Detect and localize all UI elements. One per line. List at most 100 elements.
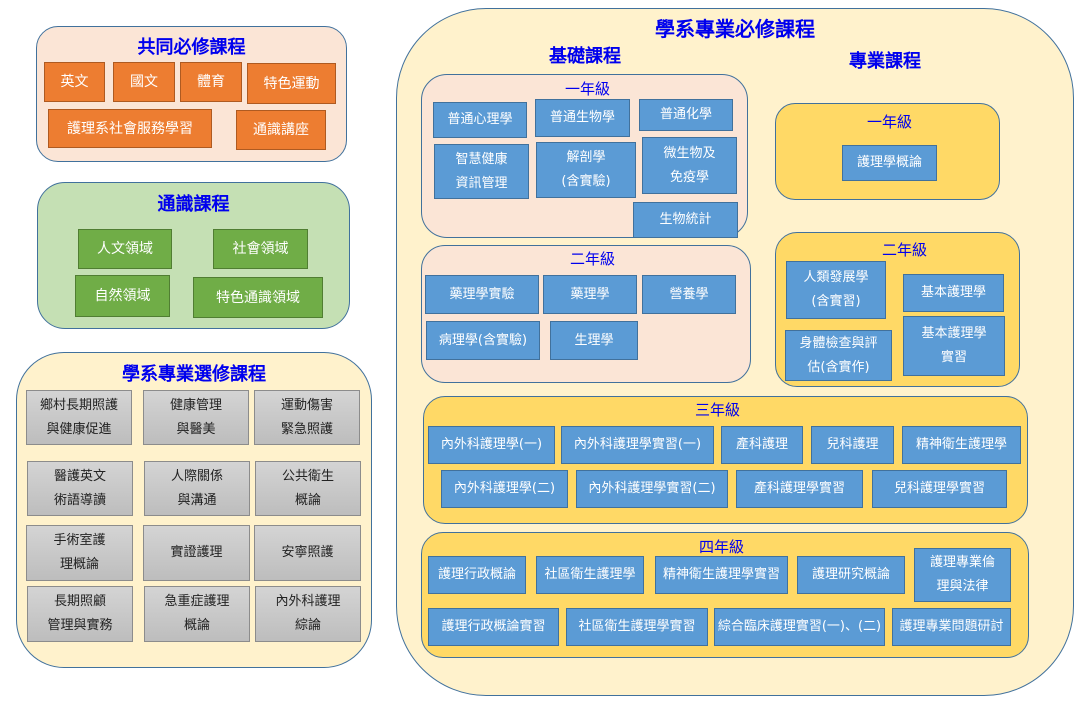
basic-courses-title: 基礎課程 <box>549 46 621 67</box>
course-box[interactable]: 實證護理 <box>143 525 250 581</box>
year4-label: 四年級 <box>698 538 744 556</box>
course-box[interactable]: 國文 <box>113 62 175 102</box>
course-box[interactable]: 社區衛生護理學 <box>536 556 644 594</box>
course-box[interactable]: 綜合臨床護理實習(一)、(二) <box>714 608 885 646</box>
course-label: 健康管理 與醫美 <box>169 397 222 437</box>
course-box[interactable]: 公共衛生 概論 <box>255 461 361 516</box>
course-box[interactable]: 護理專業倫 理與法律 <box>914 548 1011 602</box>
course-label: 生物統計 <box>659 212 712 227</box>
course-label: 護理專業問題研討 <box>899 619 1004 634</box>
course-box[interactable]: 微生物及 免疫學 <box>642 137 737 194</box>
course-box[interactable]: 內外科護理學實習(一) <box>561 426 714 464</box>
basic-year2-label: 二年級 <box>569 250 615 268</box>
course-box[interactable]: 運動傷害 緊急照護 <box>254 390 360 445</box>
course-box[interactable]: 特色通識領域 <box>193 277 323 318</box>
course-label: 解剖學 (含實驗) <box>561 150 611 189</box>
course-label: 國文 <box>130 74 158 90</box>
course-box[interactable]: 自然領域 <box>75 275 170 317</box>
course-label: 人際關係 與溝通 <box>170 468 223 508</box>
course-box[interactable]: 健康管理 與醫美 <box>143 390 249 445</box>
course-box[interactable]: 急重症護理 概論 <box>144 586 250 642</box>
course-label: 產科護理 <box>735 437 788 452</box>
elective-title: 學系專業選修課程 <box>122 364 266 385</box>
course-label: 病理學(含實驗) <box>438 332 528 348</box>
course-box[interactable]: 醫護英文 術語導讀 <box>27 461 133 516</box>
course-label: 藥理學實驗 <box>449 286 515 302</box>
professional-courses-title: 專業課程 <box>849 51 921 72</box>
course-box[interactable]: 特色運動 <box>247 63 336 104</box>
course-label: 護理系社會服務學習 <box>67 120 193 137</box>
general-education-title: 通識課程 <box>157 194 230 215</box>
course-box[interactable]: 身體檢查與評 估(含實作) <box>785 330 892 381</box>
course-box[interactable]: 基本護理學 <box>903 274 1004 312</box>
course-label: 人類發展學 (含實習) <box>803 270 869 309</box>
course-label: 醫護英文 術語導讀 <box>53 468 106 508</box>
course-label: 兒科護理學實習 <box>893 481 985 496</box>
course-box[interactable]: 長期照顧 管理與實務 <box>27 586 133 642</box>
course-label: 產科護理學實習 <box>753 481 845 496</box>
course-label: 精神衛生護理學 <box>915 437 1007 452</box>
course-label: 基本護理學 實習 <box>921 326 987 365</box>
course-box[interactable]: 護理系社會服務學習 <box>48 109 212 148</box>
course-box[interactable]: 護理專業問題研討 <box>892 608 1011 646</box>
course-box[interactable]: 生物統計 <box>633 202 738 238</box>
course-label: 英文 <box>60 74 89 90</box>
course-label: 綜合臨床護理實習(一)、(二) <box>717 619 882 634</box>
course-box[interactable]: 基本護理學 實習 <box>903 316 1005 376</box>
course-label: 內外科護理學(一) <box>440 437 543 452</box>
course-box[interactable]: 體育 <box>180 62 242 102</box>
course-box[interactable]: 智慧健康 資訊管理 <box>434 144 529 199</box>
course-box[interactable]: 內外科護理學(二) <box>441 470 568 508</box>
course-box[interactable]: 藥理學實驗 <box>425 275 539 314</box>
course-label: 內外科護理學實習(一) <box>573 437 702 452</box>
course-box[interactable]: 產科護理學實習 <box>736 470 863 508</box>
course-label: 特色運動 <box>263 75 320 92</box>
course-box[interactable]: 解剖學 (含實驗) <box>536 142 636 198</box>
course-box[interactable]: 內外科護理 綜論 <box>255 586 361 642</box>
course-box[interactable]: 護理行政概論實習 <box>428 608 559 646</box>
course-box[interactable]: 護理研究概論 <box>797 556 905 594</box>
course-box[interactable]: 病理學(含實驗) <box>426 321 540 360</box>
course-label: 急重症護理 概論 <box>164 594 230 633</box>
course-box[interactable]: 社區衛生護理學實習 <box>566 608 708 646</box>
course-box[interactable]: 普通化學 <box>639 99 733 131</box>
basic-year2-panel <box>421 245 751 383</box>
course-label: 精神衛生護理學實習 <box>662 567 780 582</box>
course-box[interactable]: 護理學概論 <box>842 145 937 181</box>
course-box[interactable]: 社會領域 <box>213 229 308 269</box>
course-label: 營養學 <box>669 286 709 302</box>
course-box[interactable]: 產科護理 <box>721 426 803 464</box>
course-box[interactable]: 內外科護理學(一) <box>428 426 555 464</box>
course-box[interactable]: 普通心理學 <box>433 102 527 138</box>
course-box[interactable]: 人際關係 與溝通 <box>144 461 250 516</box>
course-label: 微生物及 免疫學 <box>663 145 716 185</box>
course-box[interactable]: 兒科護理 <box>811 426 894 464</box>
course-label: 基本護理學 <box>920 285 986 300</box>
course-box[interactable]: 精神衛生護理學實習 <box>655 556 788 594</box>
basic-year1-label: 一年級 <box>564 80 610 98</box>
course-label: 內外科護理 綜論 <box>275 594 341 633</box>
course-box[interactable]: 精神衛生護理學 <box>902 426 1021 464</box>
course-box[interactable]: 鄉村長期照護 與健康促進 <box>26 390 132 445</box>
course-box[interactable]: 普通生物學 <box>535 99 630 137</box>
course-box[interactable]: 手術室護 理概論 <box>26 525 133 581</box>
course-label: 生理學 <box>574 332 614 348</box>
course-label: 實證護理 <box>170 545 223 560</box>
course-label: 兒科護理 <box>826 437 879 452</box>
course-box[interactable]: 安寧照護 <box>254 525 361 581</box>
course-box[interactable]: 營養學 <box>642 275 736 314</box>
course-label: 內外科護理學(二) <box>453 481 556 496</box>
course-label: 護理行政概論實習 <box>441 619 546 634</box>
course-box[interactable]: 生理學 <box>550 321 638 360</box>
professional-year1-panel <box>775 103 1000 200</box>
course-label: 護理學概論 <box>856 155 922 170</box>
course-box[interactable]: 兒科護理學實習 <box>872 470 1007 508</box>
course-label: 手術室護 理概論 <box>53 533 106 572</box>
course-box[interactable]: 護理行政概論 <box>428 556 526 594</box>
course-box[interactable]: 內外科護理學實習(二) <box>576 470 728 508</box>
course-box[interactable]: 藥理學 <box>543 275 637 314</box>
course-box[interactable]: 人文領域 <box>78 229 172 269</box>
course-box[interactable]: 英文 <box>44 62 105 102</box>
course-box[interactable]: 人類發展學 (含實習) <box>786 261 886 319</box>
course-box[interactable]: 通識講座 <box>236 110 326 150</box>
